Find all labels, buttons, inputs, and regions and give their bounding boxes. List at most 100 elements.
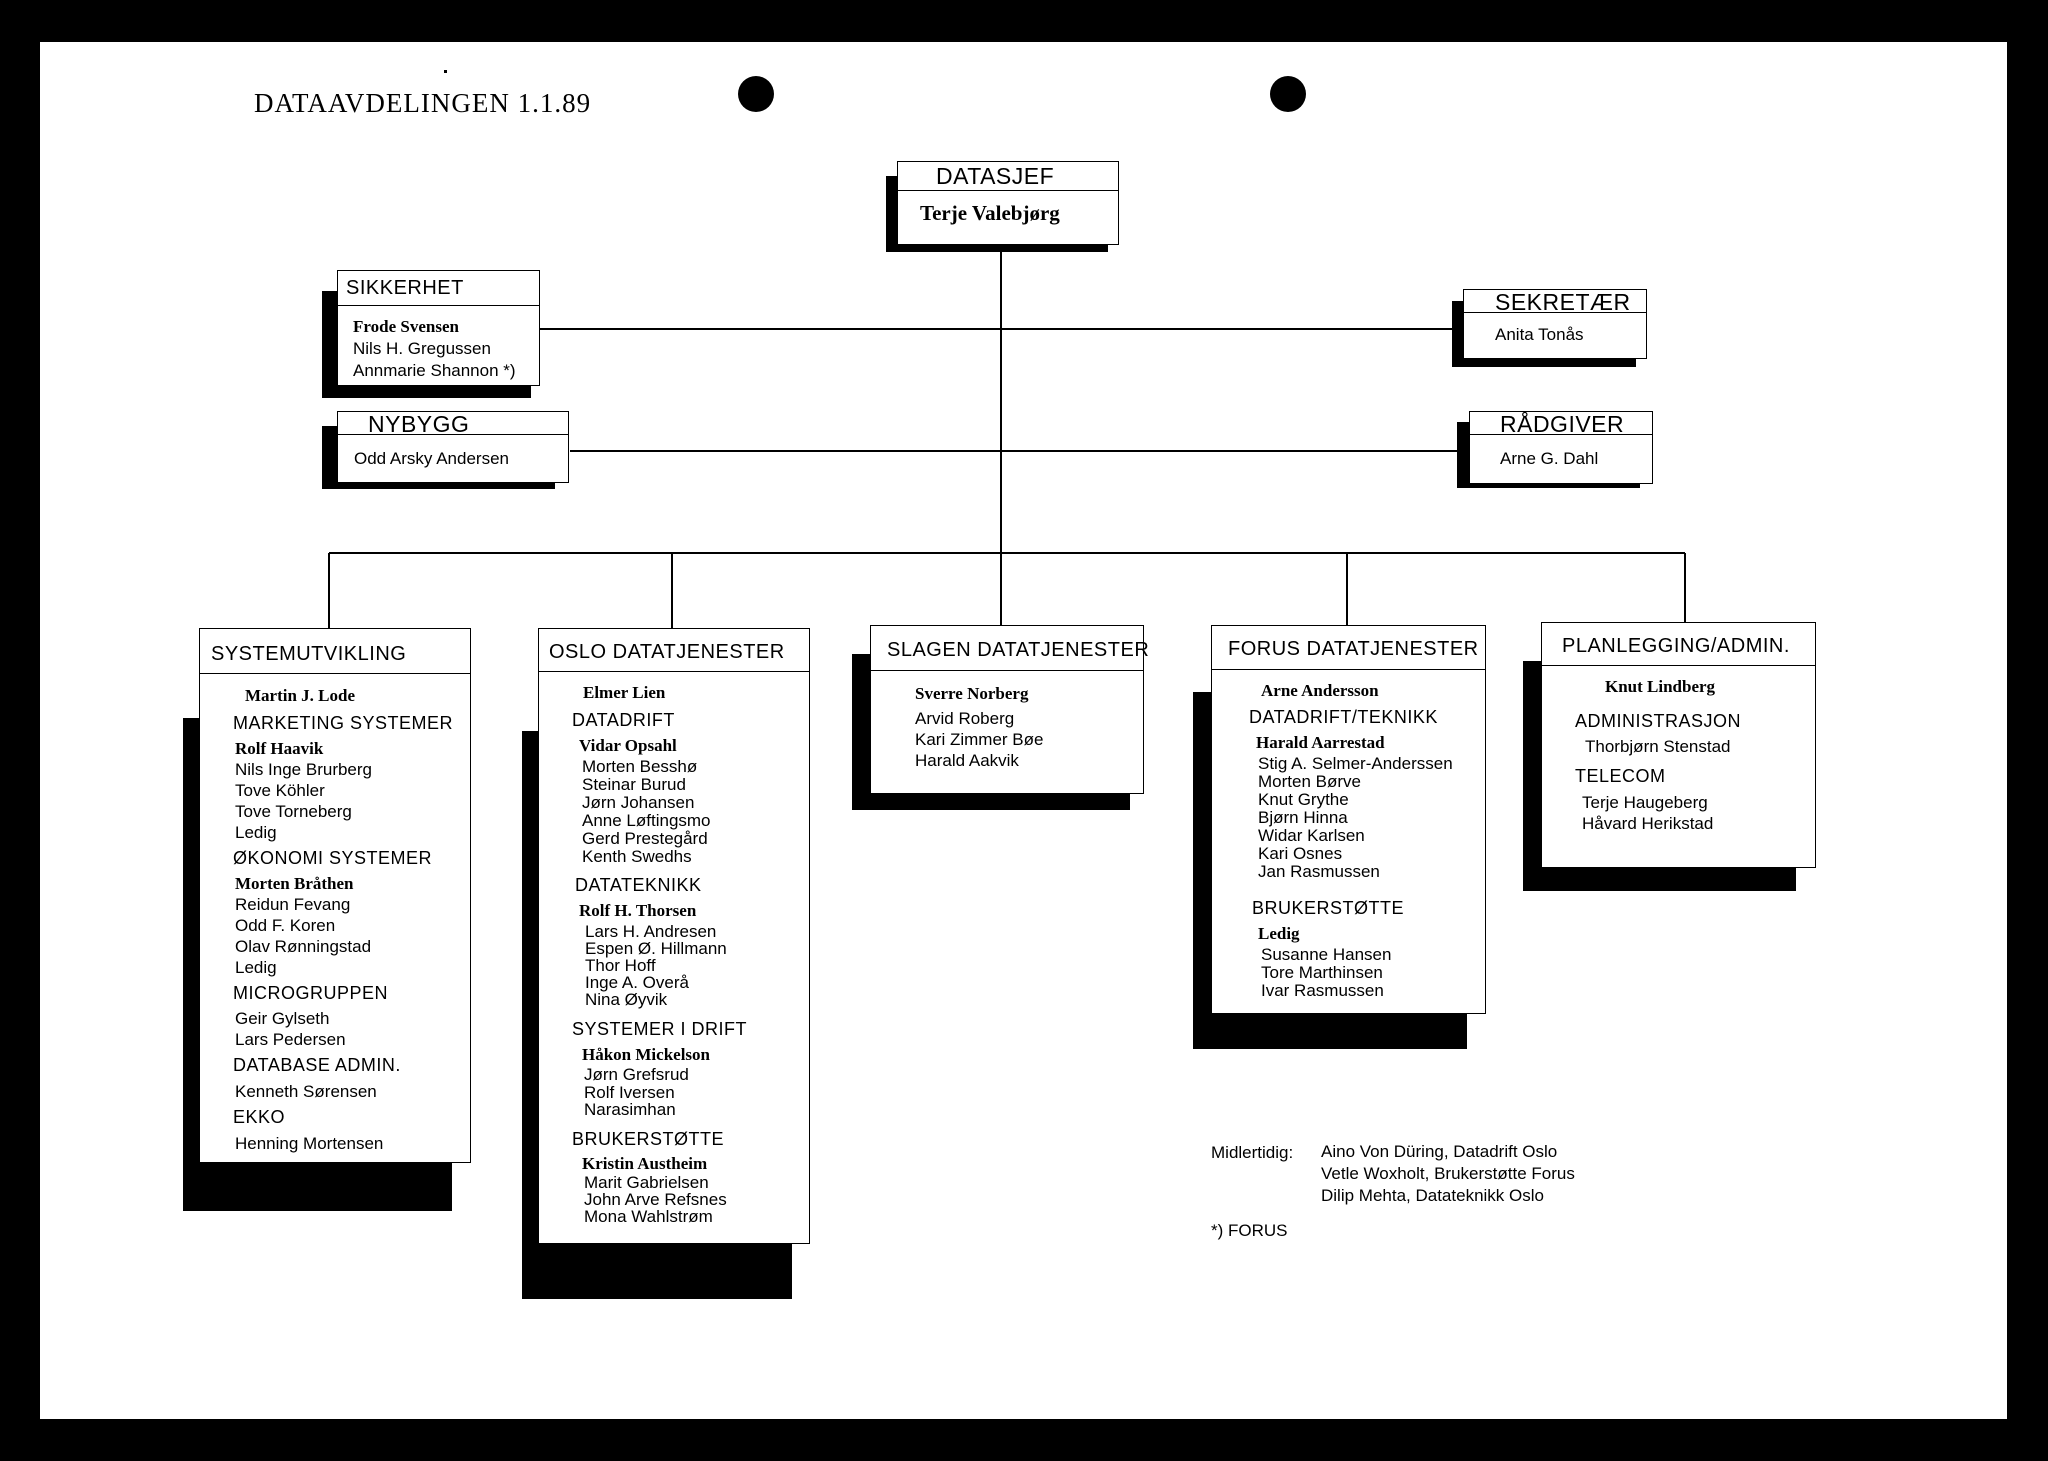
person-name: Terje Valebjørg (920, 201, 1060, 225)
box-header: FORUS DATATJENESTER (1212, 626, 1485, 670)
sikkerhet-box: SIKKERHET Frode Svensen Nils H. Gregusse… (337, 270, 540, 386)
section-heading: TELECOM (1575, 766, 1666, 786)
person-name: Lars H. Andresen (585, 922, 717, 941)
person-name: Harald Aarrestad (1256, 733, 1385, 752)
box-header: SIKKERHET (338, 271, 539, 306)
person-name: Morten Børve (1258, 772, 1361, 791)
person-name: Arvid Roberg (915, 709, 1015, 728)
person-name: Knut Grythe (1258, 790, 1349, 809)
section-heading: ØKONOMI SYSTEMER (233, 848, 433, 868)
person-name: Anita Tonås (1495, 325, 1584, 344)
note-line: Dilip Mehta, Datateknikk Oslo (1321, 1186, 1544, 1205)
person-name: Henning Mortensen (235, 1134, 384, 1153)
person-name: Kristin Austheim (582, 1154, 708, 1173)
person-name: Nina Øyvik (585, 990, 668, 1009)
box-header: RÅDGIVER (1470, 412, 1652, 436)
person-name: Kenth Swedhs (582, 847, 692, 866)
notes-label: Midlertidig: (1211, 1143, 1294, 1162)
person-name: Inge A. Overå (585, 973, 689, 992)
person-name: Narasimhan (584, 1100, 676, 1119)
person-name: Frode Svensen (353, 317, 459, 336)
person-name: Geir Gylseth (235, 1009, 330, 1028)
note-line: Vetle Woxholt, Brukerstøtte Forus (1321, 1164, 1575, 1183)
section-heading: BRUKERSTØTTE (572, 1129, 725, 1149)
person-name: Håkon Mickelson (582, 1045, 710, 1064)
person-name: Jan Rasmussen (1258, 862, 1380, 881)
person-name: Tove Torneberg (235, 802, 352, 821)
person-name: Tove Köhler (235, 781, 325, 800)
person-name: Rolf Haavik (235, 739, 324, 758)
person-name: Rolf H. Thorsen (579, 901, 697, 920)
section-heading: DATATEKNIKK (575, 875, 702, 895)
punch-hole (738, 76, 774, 112)
note-line: Aino Von Düring, Datadrift Oslo (1321, 1142, 1558, 1161)
person-name: Morten Besshø (582, 757, 698, 776)
person-name: Jørn Grefsrud (584, 1065, 689, 1084)
person-name: Thor Hoff (585, 956, 656, 975)
person-name: Ivar Rasmussen (1261, 981, 1384, 1000)
footnote: *) FORUS (1211, 1221, 1288, 1240)
person-name: Bjørn Hinna (1258, 808, 1348, 827)
person-name: Reidun Fevang (235, 895, 351, 914)
person-name: Nils Inge Brurberg (235, 760, 373, 779)
person-name: Terje Haugeberg (1582, 793, 1708, 812)
leader-name: Sverre Norberg (915, 684, 1029, 703)
person-name: Mona Wahlstrøm (584, 1207, 713, 1226)
punch-hole (1270, 76, 1306, 112)
person-name: Ledig (235, 958, 277, 977)
person-name: Odd Arsky Andersen (354, 449, 509, 468)
person-name: Lars Pedersen (235, 1030, 346, 1049)
person-name: Kenneth Sørensen (235, 1082, 377, 1101)
planlegging-box: PLANLEGGING/ADMIN. Knut Lindberg ADMINIS… (1541, 622, 1816, 868)
systemutvikling-box: SYSTEMUTVIKLING Martin J. Lode MARKETING… (199, 628, 471, 1163)
section-heading: SYSTEMER I DRIFT (572, 1019, 748, 1039)
section-heading: ADMINISTRASJON (1575, 711, 1742, 731)
person-name: Thorbjørn Stenstad (1585, 737, 1731, 756)
section-heading: DATABASE ADMIN. (233, 1055, 401, 1075)
leader-name: Martin J. Lode (245, 686, 356, 705)
box-header: SLAGEN DATATJENESTER (871, 626, 1149, 671)
box-header: NYBYGG (338, 412, 568, 436)
box-header: SEKRETÆR (1464, 290, 1646, 314)
box-header: OSLO DATATJENESTER (539, 629, 809, 672)
slagen-box: SLAGEN DATATJENESTER Sverre Norberg Arvi… (870, 625, 1149, 794)
leader-name: Knut Lindberg (1605, 677, 1716, 696)
person-name: Ledig (1258, 924, 1300, 943)
person-name: Olav Rønningstad (235, 937, 372, 956)
person-name: Kari Osnes (1258, 844, 1343, 863)
person-name: Arne G. Dahl (1500, 449, 1599, 468)
person-name: Kari Zimmer Bøe (915, 730, 1044, 749)
section-heading: MARKETING SYSTEMER (233, 713, 454, 733)
box-header: PLANLEGGING/ADMIN. (1542, 623, 1815, 666)
person-name: Harald Aakvik (915, 751, 1019, 770)
person-name: Tore Marthinsen (1261, 963, 1383, 982)
sekretaer-box: SEKRETÆR Anita Tonås (1463, 289, 1647, 359)
person-name: Nils H. Gregussen (353, 339, 491, 358)
section-heading: DATADRIFT (572, 710, 675, 730)
section-heading: DATADRIFT/TEKNIKK (1249, 707, 1438, 727)
person-name: Widar Karlsen (1258, 826, 1365, 845)
person-name: Susanne Hansen (1261, 945, 1392, 964)
leader-name: Elmer Lien (583, 683, 666, 702)
section-heading: MICROGRUPPEN (233, 983, 389, 1003)
datasjef-box: DATASJEF Terje Valebjørg (897, 161, 1119, 245)
person-name: Espen Ø. Hillmann (585, 939, 727, 958)
person-name: Rolf Iversen (584, 1083, 675, 1102)
person-name: Annmarie Shannon *) (353, 361, 516, 380)
person-name: Stig A. Selmer-Anderssen (1258, 754, 1453, 773)
box-header: DATASJEF (898, 162, 1118, 191)
person-name: Marit Gabrielsen (584, 1173, 709, 1192)
section-heading: EKKO (233, 1107, 286, 1127)
document-title: DATAAVDELINGEN 1.1.89 (254, 88, 592, 118)
person-name: Morten Bråthen (235, 874, 354, 893)
person-name: Vidar Opsahl (579, 736, 677, 755)
person-name: Odd F. Koren (235, 916, 336, 935)
person-name: Jørn Johansen (582, 793, 695, 812)
section-heading: BRUKERSTØTTE (1252, 898, 1405, 918)
person-name: John Arve Refsnes (584, 1190, 727, 1209)
box-header: SYSTEMUTVIKLING (200, 629, 470, 674)
speck (444, 70, 447, 73)
nybygg-box: NYBYGG Odd Arsky Andersen (337, 411, 569, 483)
radgiver-box: RÅDGIVER Arne G. Dahl (1469, 411, 1653, 484)
